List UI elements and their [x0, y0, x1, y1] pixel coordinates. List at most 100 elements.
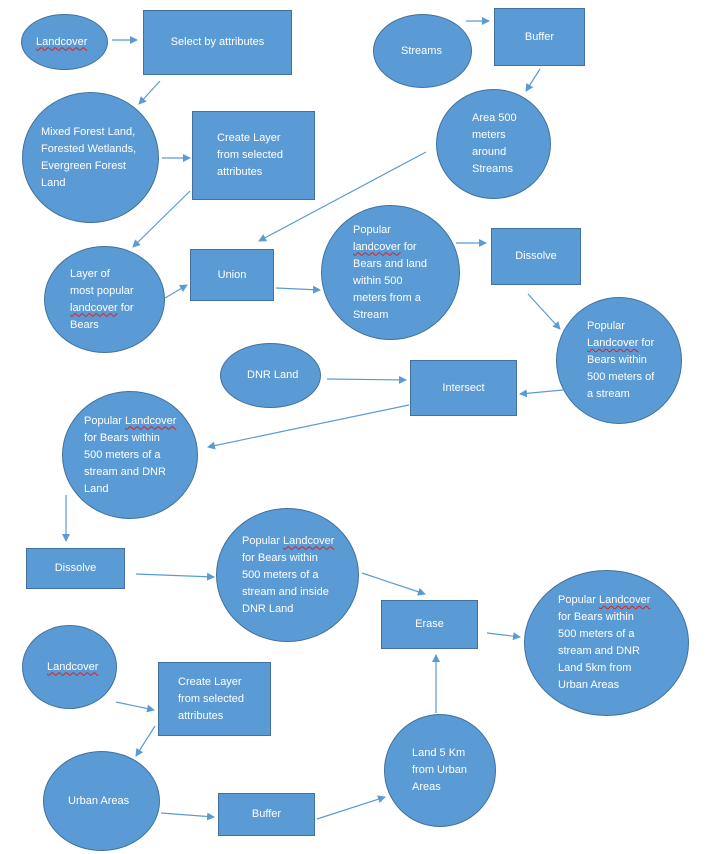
popular-dnr-line-1-pre: Popular	[84, 414, 125, 427]
select-by-attributes-label: Select by attributes	[170, 36, 265, 48]
edge-buffer-to-land-5km	[316, 795, 386, 820]
dissolve-mid-node: Dissolve	[26, 548, 125, 589]
popular-final-node: Popular Landcover for Bears within 500 m…	[524, 570, 689, 716]
edge-layer-popular-to-union	[164, 284, 188, 299]
popular-500-stream-node: Popular Landcover for Bears within 500 m…	[556, 297, 682, 424]
popular-land-500-label: Popular landcover for Bears and land wit…	[353, 222, 427, 324]
create-layer-top-line-2: from selected	[217, 149, 284, 161]
create-layer-bottom-label: Create Layer from selected attributes	[178, 674, 244, 725]
layer-popular-line-4: Bears	[70, 318, 99, 331]
popular-inside-dnr-line-3: 500 meters of a	[242, 568, 319, 581]
dissolve-mid-label: Dissolve	[54, 562, 97, 574]
select-by-attributes-node: Select by attributes	[143, 10, 292, 75]
layer-popular-landcover-word: landcover	[70, 301, 118, 314]
land-5km-label: Land 5 Km from Urban Areas	[412, 745, 467, 796]
popular-inside-dnr-label: Popular Landcover for Bears within 500 m…	[242, 533, 334, 618]
edge-landcover-bottom-to-create-layer	[115, 701, 155, 713]
buffer-top-label: Buffer	[524, 30, 555, 43]
popular-final-line-6: Urban Areas	[558, 679, 620, 691]
popular-dnr-line-3: 500 meters of a	[84, 448, 161, 461]
popular-land-500-landcover-word: landcover	[353, 240, 401, 253]
popular-inside-dnr-line-5: DNR Land	[242, 602, 294, 615]
popular-final-line-1: Popular Landcover	[558, 592, 650, 609]
edge-erase-to-popular-final	[486, 632, 521, 641]
land-5km-line-2: from Urban	[412, 764, 468, 776]
dnr-land-node: DNR Land	[220, 343, 321, 408]
popular-500-stream-line-3: Bears within	[587, 354, 647, 366]
popular-dnr-line-2: for Bears within	[84, 431, 160, 444]
popular-land-500-line-6: Stream	[353, 308, 389, 321]
popular-final-line-1-pre: Popular	[558, 594, 599, 606]
area-500-label: Area 500 meters around Streams	[472, 110, 517, 178]
streams-label: Streams	[401, 44, 442, 57]
popular-dnr-landcover-word: Landcover	[124, 414, 177, 427]
edge-intersect-to-popular-dnr	[207, 404, 410, 450]
popular-500-stream-line-4: 500 meters of	[587, 371, 655, 383]
edge-popular-500-to-intersect	[519, 389, 564, 398]
buffer-top-node: Buffer	[494, 8, 585, 66]
create-layer-bottom-line-1: Create Layer	[178, 675, 242, 688]
edge-buffer-to-area-500	[525, 68, 541, 92]
intersect-label: Intersect	[442, 381, 485, 394]
edge-select-to-mixed-forest	[138, 80, 161, 105]
buffer-bottom-node: Buffer	[218, 793, 315, 836]
popular-dnr-line-4: stream and DNR	[84, 465, 166, 478]
landcover-bottom-node: Landcover	[22, 625, 117, 709]
mixed-forest-line-4: Land	[41, 176, 66, 189]
erase-node: Erase	[381, 600, 478, 649]
create-layer-top-line-1: Create Layer	[217, 132, 281, 144]
popular-land-500-line-4: within 500	[353, 274, 403, 287]
popular-land-500-line-5: meters from a	[353, 291, 421, 304]
popular-500-stream-line-2-rest: for	[638, 337, 655, 349]
dissolve-top-label: Dissolve	[515, 250, 557, 262]
create-layer-top-line-3: attributes	[217, 166, 263, 178]
edge-popular-inside-to-erase	[361, 572, 426, 596]
popular-500-stream-landcover-word: Landcover	[587, 337, 639, 349]
popular-inside-dnr-line-1: Popular Landcover	[242, 533, 334, 550]
land-5km-line-3: Areas	[412, 781, 441, 793]
land-5km-node: Land 5 Km from Urban Areas	[384, 714, 496, 827]
create-layer-top-node: Create Layer from selected attributes	[192, 111, 315, 200]
mixed-forest-line-2: Forested Wetlands,	[41, 142, 137, 155]
popular-final-line-5: Land 5km from	[558, 662, 632, 674]
create-layer-bottom-node: Create Layer from selected attributes	[158, 662, 271, 736]
layer-popular-line-3-rest: for	[117, 301, 134, 314]
popular-inside-dnr-node: Popular Landcover for Bears within 500 m…	[216, 508, 359, 642]
edge-urban-to-buffer	[160, 812, 215, 821]
urban-areas-node: Urban Areas	[43, 751, 160, 851]
popular-500-stream-line-5: a stream	[587, 388, 630, 400]
popular-inside-dnr-line-2: for Bears within	[242, 551, 318, 564]
buffer-bottom-label: Buffer	[251, 808, 282, 820]
popular-dnr-node: Popular Landcover for Bears within 500 m…	[62, 391, 198, 519]
popular-dnr-line-1: Popular Landcover	[84, 413, 176, 430]
intersect-node: Intersect	[410, 360, 517, 416]
landcover-top-node: Landcover	[21, 14, 108, 70]
popular-land-500-line-1: Popular	[353, 223, 391, 236]
layer-popular-node: Layer of most popular landcover for Bear…	[44, 246, 165, 353]
edge-dissolve-to-popular-500	[527, 293, 561, 330]
area-500-line-1: Area 500	[472, 112, 517, 124]
edge-create-layer-to-urban	[135, 725, 156, 757]
popular-land-500-line-3: Bears and land	[353, 257, 427, 270]
edge-dissolve-to-popular-inside	[135, 572, 215, 581]
edge-dnr-land-to-intersect	[326, 375, 407, 384]
mixed-forest-label: Mixed Forest Land, Forested Wetlands, Ev…	[41, 124, 136, 192]
popular-land-500-line-2: landcover for	[353, 239, 427, 256]
popular-inside-dnr-landcover-word: Landcover	[282, 534, 335, 547]
popular-inside-dnr-line-1-pre: Popular	[242, 534, 283, 547]
edge-create-layer-to-layer-popular	[132, 190, 191, 248]
popular-final-label: Popular Landcover for Bears within 500 m…	[558, 592, 650, 694]
union-label: Union	[217, 268, 247, 281]
layer-popular-line-2: most popular	[70, 284, 134, 297]
popular-500-stream-line-2: Landcover for	[587, 335, 654, 352]
dnr-land-label: DNR Land	[247, 369, 299, 381]
popular-dnr-line-5: Land	[84, 482, 109, 495]
create-layer-bottom-line-2: from selected	[178, 692, 245, 705]
dissolve-top-node: Dissolve	[491, 228, 581, 285]
layer-popular-line-3: landcover for	[70, 300, 134, 317]
streams-node: Streams	[373, 14, 472, 88]
create-layer-top-label: Create Layer from selected attributes	[217, 130, 283, 181]
mixed-forest-line-3: Evergreen Forest	[41, 159, 126, 172]
